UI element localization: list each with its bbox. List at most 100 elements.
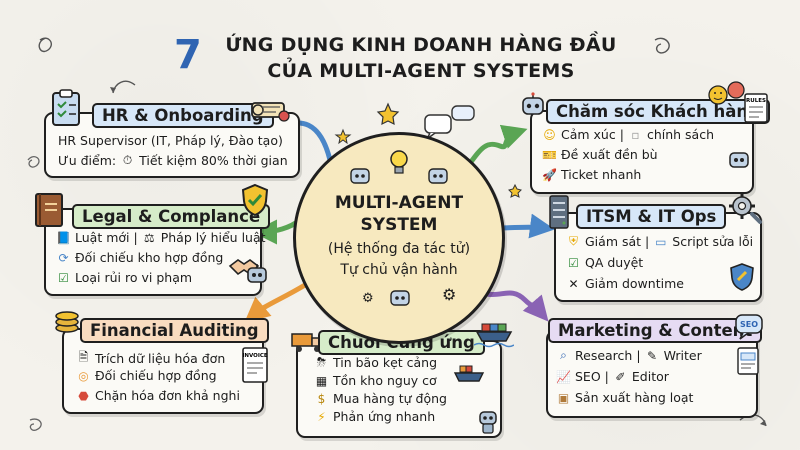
ship-icon [473, 318, 515, 352]
finance-line-3: ⬣ Chặn hóa đơn khả nghi [76, 388, 240, 403]
divider-bar: | [645, 234, 650, 249]
robot-icon-legal [244, 262, 270, 292]
robot-icon-hub-left [348, 165, 372, 193]
hr-line-2: Ưu điểm: ⏱ Tiết kiệm 80% thời gian [58, 153, 288, 168]
legal-risk-text: Loại rủi ro vi phạm [75, 270, 193, 285]
arrow-to-finance [244, 282, 308, 323]
law-book-icon [32, 190, 70, 234]
warehouse-icon: ▦ [315, 373, 328, 388]
finance-contract-text: Đối chiếu hợp đồng [95, 368, 217, 383]
itsm-downtime-text: Giảm downtime [585, 276, 684, 291]
lightning-icon: ⚡ [317, 409, 326, 424]
itsm-script-text: Script sửa lỗi [672, 234, 754, 249]
robot-icon-cs [518, 92, 548, 128]
coins-icon [52, 306, 82, 340]
server-icon [548, 194, 570, 234]
legal-line-2: ⟳ Đối chiếu kho hợp đồng [56, 250, 223, 265]
finance-extract-text: Trích dữ liệu hóa đơn [95, 351, 226, 366]
supply-line-2: ▦ Tồn kho nguy cơ [314, 373, 437, 388]
legal-understand-text: Pháp lý hiểu luật [160, 230, 266, 245]
storm-icon: ⛈ [316, 355, 327, 369]
hub-subtitle-line-1: (Hệ thống đa tác tử) [327, 241, 471, 257]
lightbulb-icon [388, 149, 410, 181]
cs-line-3: 🚀 Ticket nhanh [542, 167, 641, 182]
marketing-line-2: 📈 SEO | ✐ Editor [556, 369, 669, 384]
shield-wrench-icon [728, 262, 756, 296]
itsm-line-3: ✕ Giảm downtime [566, 276, 684, 291]
rules-label: RULES [746, 98, 766, 104]
emoji-faces-icon [706, 80, 758, 114]
tools-icon: ✕ [568, 276, 579, 291]
hub-title-line-2: SYSTEM [360, 215, 438, 235]
document-chart-icon [736, 346, 762, 380]
hub-circle: MULTI-AGENT SYSTEM (Hệ thống đa tác tử) … [293, 132, 505, 344]
box-icon: ▣ [557, 390, 570, 405]
swirl-doodle [38, 37, 52, 53]
finance-line-1: 🗎 Trích dữ liệu hóa đơn [76, 348, 226, 369]
marketing-seo-text: SEO [575, 369, 601, 384]
hr-supervisor-text: HR Supervisor (IT, Pháp lý, Đào tạo) [58, 133, 283, 148]
hub-title-line-1: MULTI-AGENT [334, 193, 464, 213]
itsm-card-title: ITSM & IT Ops [576, 204, 727, 229]
supply-line-4: ⚡ Phản ứng nhanh [314, 409, 435, 424]
supply-line-1: ⛈ Tin bão kẹt cảng [314, 355, 437, 370]
supply-storm-text: Tin bão kẹt cảng [333, 355, 438, 370]
curved-arrow-doodle [112, 80, 136, 94]
checkbox-icon: ☑ [58, 270, 69, 285]
supply-fast-text: Phản ứng nhanh [333, 409, 436, 424]
legal-line-1: 📘 Luật mới | ⚖ Pháp lý hiểu luật [56, 230, 266, 245]
marketing-card-title: Marketing & Content [548, 318, 763, 343]
compare-icon: ◎ [78, 368, 89, 383]
divider-bar: | [619, 127, 624, 142]
divider-bar: | [604, 369, 609, 384]
legal-line-3: ☑ Loại rủi ro vi phạm [56, 270, 192, 285]
marketing-content-card [546, 330, 758, 418]
cs-line-2: 🎫 Đề xuất đền bù [542, 147, 658, 162]
smiley-icon: ☺ [543, 127, 556, 142]
marketing-editor-text: Editor [631, 369, 669, 384]
gear-icon: ⚙ [442, 285, 457, 304]
gear-wrench-icon [726, 190, 764, 230]
itsm-qa-text: QA duyệt [585, 255, 644, 270]
marketing-writer-text: Writer [663, 348, 702, 363]
cs-policy-text: chính sách [646, 127, 715, 142]
cs-emotion-text: Cảm xúc [561, 127, 616, 142]
robot-icon-cs-2 [726, 148, 752, 180]
supply-chain-card [296, 340, 502, 438]
title-line-2: CỦA MULTI-AGENT SYSTEMS [267, 60, 575, 82]
shield-icon: ⛨ [568, 234, 578, 248]
clipboard-icon [50, 88, 84, 132]
shield-check-icon [240, 183, 270, 221]
seo-badge-icon: SEO [734, 312, 764, 344]
spiral-doodle-bottom-left [29, 418, 42, 431]
finance-block-text: Chặn hóa đơn khả nghi [95, 388, 240, 403]
scale-icon: ⚖ [143, 230, 155, 245]
title-number: 7 [174, 32, 202, 78]
marketing-line-3: ▣ Sản xuất hàng loạt [556, 390, 694, 405]
pen-icon: ✎ [647, 348, 658, 363]
divider-bar: | [636, 348, 641, 363]
book-icon: 📘 [56, 230, 71, 245]
cs-card-title: Chăm sóc Khách hàng [546, 99, 770, 124]
page-title: 7 ỨNG DỤNG KINH DOANH HÀNG ĐẦU CỦA MULTI… [160, 32, 640, 82]
cs-line-1: ☺ Cảm xúc | ▫ chính sách [542, 127, 714, 142]
seo-badge-label: SEO [740, 320, 758, 329]
robot-icon-supply [476, 406, 500, 440]
robot-icon-hub-bottom [388, 287, 412, 315]
rules-doc-icon: RULES [742, 92, 772, 130]
diploma-icon [250, 98, 292, 128]
stopwatch-icon: ⏱ [122, 153, 133, 167]
cargo-ship-icon [452, 362, 486, 390]
title-line-1: ỨNG DỤNG KINH DOANH HÀNG ĐẦU [225, 34, 617, 56]
hub-subtitle-line-2: Tự chủ vận hành [340, 262, 458, 278]
legal-contract-check-text: Đối chiếu kho hợp đồng [75, 250, 224, 265]
refresh-icon: ⟳ [58, 250, 69, 265]
chart-icon: 📈 [556, 369, 571, 384]
speech-bubble-icons [424, 105, 475, 140]
legal-new-law-text: Luật mới [75, 230, 130, 245]
itsm-line-2: ☑ QA duyệt [566, 255, 643, 270]
supply-inventory-text: Tồn kho nguy cơ [333, 373, 437, 388]
rocket-icon: 🚀 [542, 167, 557, 182]
magnifier-icon: ⌕ [560, 348, 567, 362]
hr-line-1: HR Supervisor (IT, Pháp lý, Đào tạo) [58, 133, 283, 148]
